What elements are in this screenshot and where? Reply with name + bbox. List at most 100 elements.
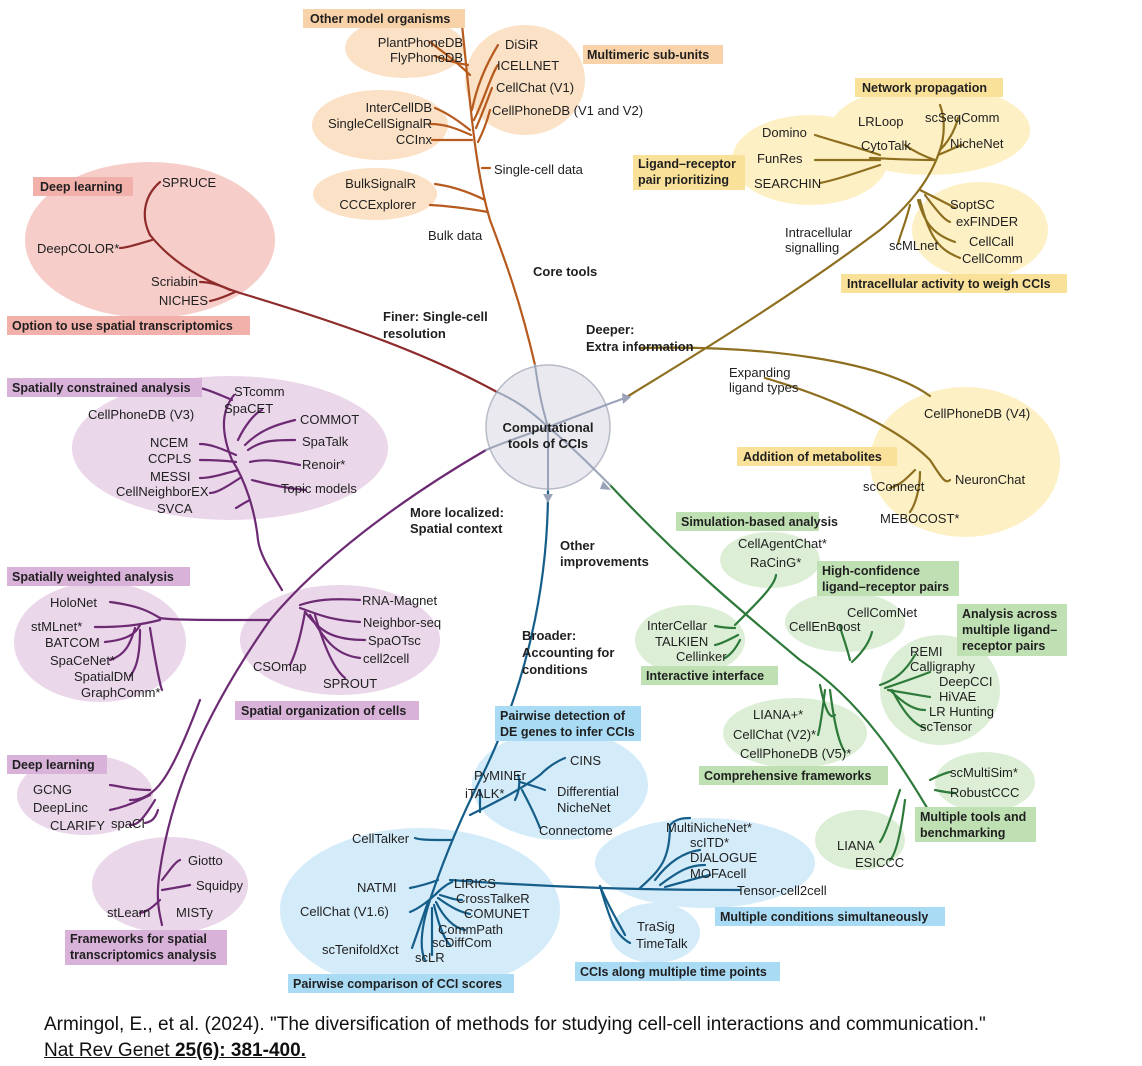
- tool-lirics: LIRICS: [454, 876, 496, 891]
- hdr-pairwise-de-1: Pairwise detection of: [500, 709, 626, 723]
- tool-niches: NICHES: [159, 293, 208, 308]
- tool-commpath: CommPath: [438, 922, 503, 937]
- branch-broader-3: conditions: [522, 662, 588, 677]
- tool-exfinder: exFINDER: [956, 214, 1018, 229]
- tool-cellcall: CellCall: [969, 234, 1014, 249]
- tool-dialogue: DIALOGUE: [690, 850, 758, 865]
- hdr-analysis-across-2: multiple ligand–: [962, 623, 1057, 637]
- tool-scitd: scITD*: [690, 835, 729, 850]
- broader-branch: [408, 488, 742, 962]
- hdr-frameworks-2: transcriptomics analysis: [70, 948, 217, 962]
- tool-singlecellsignalr: SingleCellSignalR: [328, 116, 432, 131]
- hdr-weighted: Spatially weighted analysis: [12, 570, 174, 584]
- core-branch: [428, 23, 537, 367]
- tool-mebocost: MEBOCOST*: [880, 511, 959, 526]
- tool-topic-models: Topic models: [281, 481, 357, 496]
- tool-connectome: Connectome: [539, 823, 613, 838]
- tool-disir: DiSiR: [505, 37, 538, 52]
- hub-spokes: [485, 364, 626, 491]
- citation-journal[interactable]: Nat Rev Genet: [44, 1040, 175, 1061]
- tool-lr-hunting: LR Hunting: [929, 704, 994, 719]
- branch-broader-2: Accounting for: [522, 645, 614, 660]
- tool-ncem: NCEM: [150, 435, 188, 450]
- tool-spacenet: SpaCeNet*: [50, 653, 115, 668]
- tool-differential: Differential: [557, 784, 619, 799]
- tool-messi: MESSI: [150, 469, 190, 484]
- hdr-comprehensive: Comprehensive frameworks: [704, 769, 871, 783]
- hdr-frameworks-1: Frameworks for spatial: [70, 932, 207, 946]
- tool-racing: RaCinG*: [750, 555, 801, 570]
- tool-stcomm: STcomm: [234, 384, 285, 399]
- hdr-localized-deep-learning: Deep learning: [12, 758, 95, 772]
- tool-remi: REMI: [910, 644, 943, 659]
- hdr-metabolites: Addition of metabolites: [743, 450, 882, 464]
- branch-core: Core tools: [533, 264, 597, 279]
- tool-cellagentchat: CellAgentChat*: [738, 536, 827, 551]
- hub-arrowheads: [543, 393, 631, 503]
- tool-cellphonedb-v4: CellPhoneDB (V4): [924, 406, 1030, 421]
- tool-multinichenet: MultiNicheNet*: [666, 820, 752, 835]
- tool-cellphonedb-v1v2: CellPhoneDB (V1 and V2): [492, 103, 643, 118]
- hdr-analysis-across-3: receptor pairs: [962, 639, 1045, 653]
- hdr-lr-prioritizing-1: Ligand–receptor: [638, 157, 736, 171]
- tool-natmi: NATMI: [357, 880, 396, 895]
- tool-ccinx: CCInx: [396, 132, 433, 147]
- tool-cytotalk: CytoTalk: [861, 138, 911, 153]
- tool-squidpy: Squidpy: [196, 878, 243, 893]
- tool-timetalk: TimeTalk: [636, 936, 688, 951]
- tool-pyminer: PyMINEr: [474, 768, 527, 783]
- tool-nichenet-diff: NicheNet: [557, 800, 611, 815]
- tool-esiccc: ESICCC: [855, 855, 904, 870]
- tool-funres: FunRes: [757, 151, 803, 166]
- lbl-intracellular-2: signalling: [785, 240, 839, 255]
- hdr-constrained: Spatially constrained analysis: [12, 381, 191, 395]
- tool-cell2cell: cell2cell: [363, 651, 409, 666]
- tool-cellchat-v2: CellChat (V2)*: [733, 727, 816, 742]
- tool-intercellar: InterCellar: [647, 618, 708, 633]
- hdr-analysis-across-1: Analysis across: [962, 607, 1057, 621]
- tool-crosstalker: CrossTalkeR: [456, 891, 530, 906]
- tool-cellphonedb-v5: CellPhoneDB (V5)*: [740, 746, 851, 761]
- tool-rna-magnet: RNA-Magnet: [362, 593, 438, 608]
- tool-scmultisim: scMultiSim*: [950, 765, 1018, 780]
- tool-cellenboost: CellEnBoost: [789, 619, 861, 634]
- tool-batcom: BATCOM: [45, 635, 100, 650]
- tool-domino: Domino: [762, 125, 807, 140]
- tool-calligraphy: Calligraphy: [910, 659, 976, 674]
- branch-localized-2: Spatial context: [410, 521, 503, 536]
- tool-renoir: Renoir*: [302, 457, 345, 472]
- tool-liana: LIANA: [837, 838, 875, 853]
- tool-scriabin: Scriabin: [151, 274, 198, 289]
- hdr-organization: Spatial organization of cells: [241, 704, 406, 718]
- lbl-intracellular-1: Intracellular: [785, 225, 853, 240]
- lbl-bulk-data: Bulk data: [428, 228, 483, 243]
- tool-cellchat-v1: CellChat (V1): [496, 80, 574, 95]
- tool-scconnect: scConnect: [863, 479, 925, 494]
- branch-other-1: Other: [560, 538, 595, 553]
- tool-clarify: CLARIFY: [50, 818, 105, 833]
- hdr-high-confidence-1: High-confidence: [822, 564, 920, 578]
- tool-holonet: HoloNet: [50, 595, 97, 610]
- hdr-network-propagation: Network propagation: [862, 81, 987, 95]
- hdr-spatial-option: Option to use spatial transcriptomics: [12, 319, 233, 333]
- tool-cellcomnet: CellComNet: [847, 605, 917, 620]
- branch-deeper-2: Extra information: [586, 339, 694, 354]
- deeper-branch: [623, 103, 964, 514]
- tool-hivae: HiVAE: [939, 689, 977, 704]
- tool-plantphonedb: PlantPhoneDB: [378, 35, 463, 50]
- tool-spacet: SpaCET: [224, 401, 273, 416]
- tool-giotto: Giotto: [188, 853, 223, 868]
- tool-soptsc: SoptSC: [950, 197, 995, 212]
- lbl-single-cell-data: Single-cell data: [494, 162, 584, 177]
- center-title-line-1: Computational: [503, 420, 594, 435]
- tool-deepcolor: DeepCOLOR*: [37, 241, 119, 256]
- tool-tensor-cell2cell: Tensor-cell2cell: [737, 883, 827, 898]
- tool-cins: CINS: [570, 753, 601, 768]
- tool-cellneighborex: CellNeighborEX: [116, 484, 209, 499]
- hdr-pairwise-de-2: DE genes to infer CCIs: [500, 725, 635, 739]
- tool-searchin: SEARCHIN: [754, 176, 821, 191]
- tool-csomap: CSOmap: [253, 659, 306, 674]
- tool-spaotsc: SpaOTsc: [368, 633, 421, 648]
- branch-broader-1: Broader:: [522, 628, 576, 643]
- hdr-interactive: Interactive interface: [646, 669, 764, 683]
